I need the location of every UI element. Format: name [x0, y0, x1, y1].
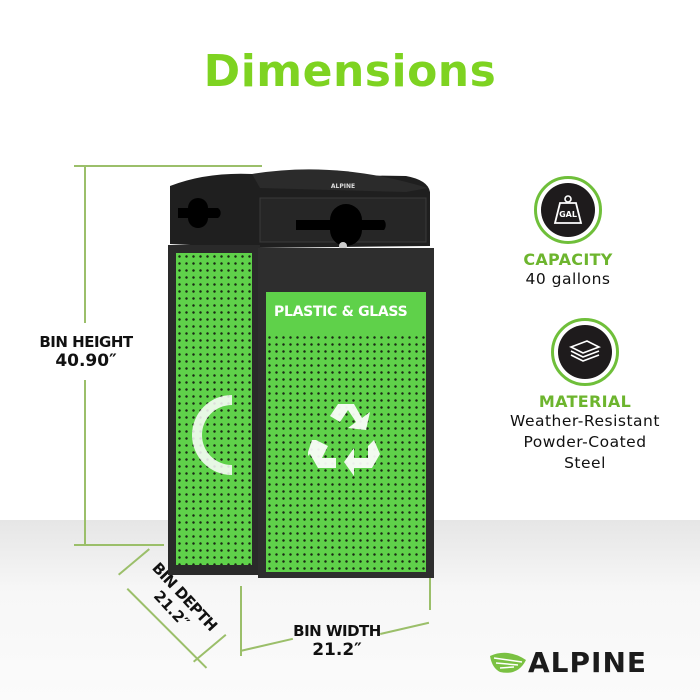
spec-capacity: GAL CAPACITY 40 gallons [500, 176, 636, 290]
width-tick-right [429, 560, 431, 610]
bin-lid: ALPINE [170, 169, 430, 248]
width-label: BIN WIDTH 21.2″ [282, 622, 392, 660]
brand-wordmark: ALPINE [528, 646, 648, 679]
front-label-band [266, 292, 426, 334]
page-title: Dimensions [203, 46, 497, 97]
width-tick-left [240, 586, 242, 656]
panel-label: PLASTIC & GLASS [274, 304, 408, 320]
height-top-line [74, 165, 262, 167]
height-label-title: BIN HEIGHT [39, 333, 133, 351]
height-vertical-line [84, 165, 86, 323]
height-label: BIN HEIGHT 40.90″ [28, 333, 144, 371]
width-label-value: 21.2″ [312, 640, 362, 660]
leaf-icon [490, 652, 526, 673]
svg-text:ALPINE: ALPINE [331, 183, 355, 190]
svg-text:GAL: GAL [559, 210, 577, 219]
front-perforated-panel [266, 292, 426, 572]
alpine-logo: ALPINE [488, 646, 647, 679]
material-line-3: Steel [564, 454, 606, 472]
capacity-value: 40 gallons [525, 270, 611, 288]
material-line-2: Powder-Coated [523, 433, 647, 451]
width-label-title: BIN WIDTH [293, 622, 381, 640]
layers-icon [569, 340, 601, 362]
side-recycle-symbol [192, 395, 232, 475]
bin-side-frame [168, 245, 260, 575]
spec-material: MATERIAL Weather-Resistant Powder-Coated… [500, 318, 670, 474]
height-bottom-line [74, 544, 164, 546]
recycle-symbol-icon [308, 404, 380, 476]
height-label-value: 40.90″ [55, 351, 117, 371]
bin-front-frame: PLASTIC & GLASS [258, 248, 434, 578]
material-line-1: Weather-Resistant [510, 412, 660, 430]
height-vertical-line-lower [84, 380, 86, 544]
capacity-badge: GAL [534, 176, 602, 244]
material-badge [551, 318, 619, 386]
capacity-heading: CAPACITY [523, 250, 613, 269]
material-heading: MATERIAL [538, 392, 632, 411]
weight-gal-icon: GAL [553, 195, 583, 224]
